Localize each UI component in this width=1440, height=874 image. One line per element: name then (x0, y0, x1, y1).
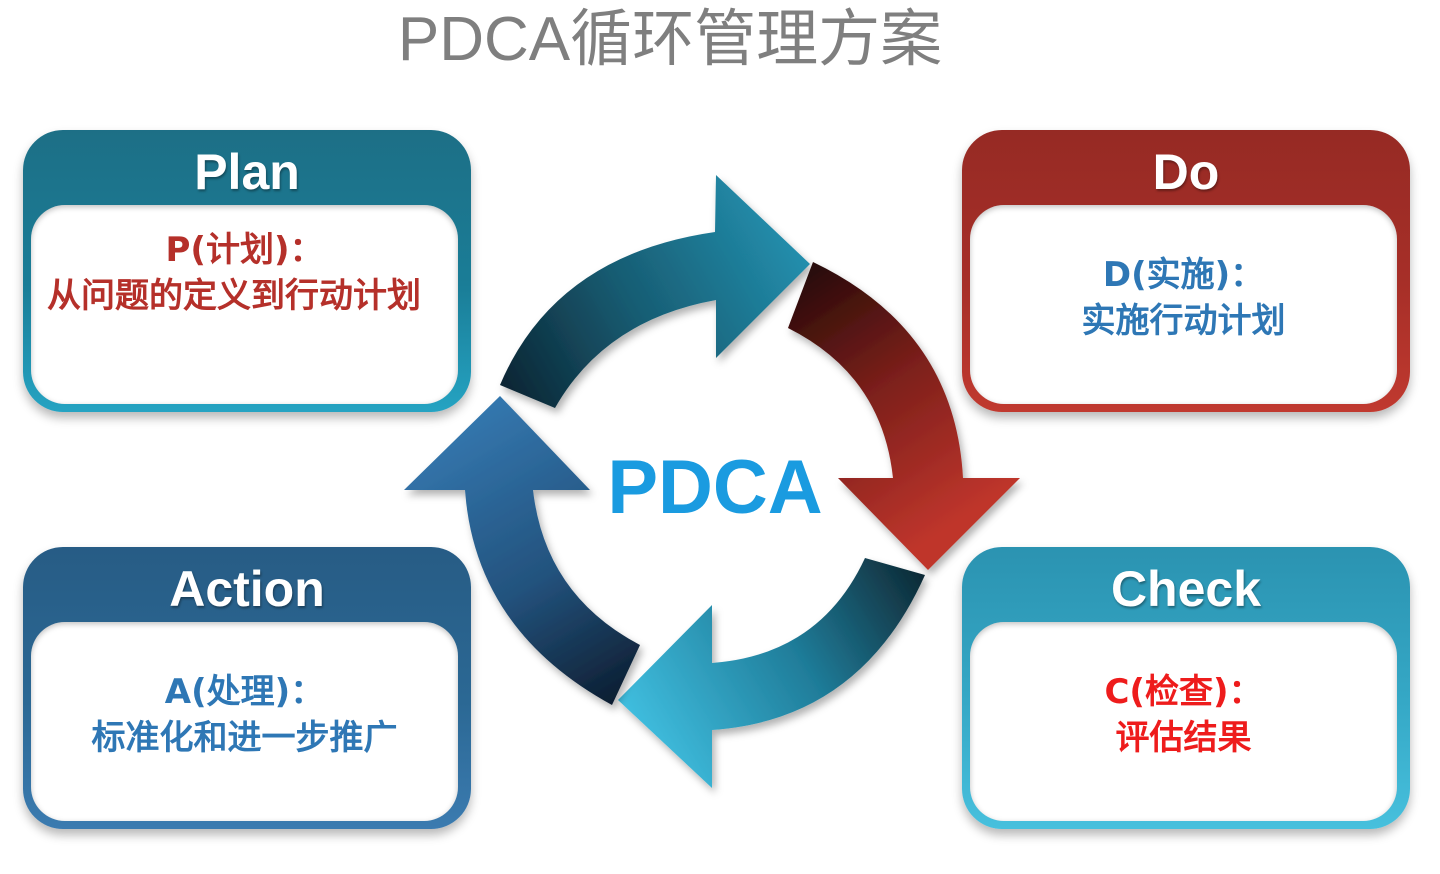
page-title: PDCA循环管理方案 (397, 5, 943, 74)
plan-label: P(计划)： (165, 230, 324, 270)
do-to-check-arrow (788, 262, 1020, 570)
check-to-action-arrow (618, 558, 925, 788)
action-to-plan-arrow (404, 396, 640, 705)
do-heading: Do (1152, 144, 1220, 200)
action-label: A(处理)： (164, 671, 325, 712)
plan-description: 从问题的定义到行动计划 (47, 276, 421, 316)
do-description: 实施行动计划 (1081, 300, 1286, 341)
check-label: C(检查)： (1104, 671, 1263, 712)
do-content: D(实施)： 实施行动计划 (970, 205, 1397, 404)
plan-heading: Plan (194, 144, 300, 200)
check-content: C(检查)： 评估结果 (970, 622, 1397, 821)
do-card: Do D(实施)： 实施行动计划 (962, 130, 1410, 412)
action-content: A(处理)： 标准化和进一步推广 (31, 622, 458, 821)
check-description: 评估结果 (1115, 717, 1252, 758)
action-description: 标准化和进一步推广 (91, 717, 398, 758)
action-heading: Action (169, 561, 325, 617)
action-card: Action A(处理)： 标准化和进一步推广 (23, 547, 471, 829)
plan-to-do-arrow (500, 175, 810, 408)
center-pdca-label: PDCA (607, 445, 823, 530)
check-heading: Check (1110, 561, 1262, 617)
plan-card: Plan P(计划)： 从问题的定义到行动计划 (23, 130, 471, 412)
do-label: D(实施)： (1102, 254, 1265, 295)
plan-content: P(计划)： 从问题的定义到行动计划 (31, 205, 458, 404)
check-card: Check C(检查)： 评估结果 (962, 547, 1410, 829)
